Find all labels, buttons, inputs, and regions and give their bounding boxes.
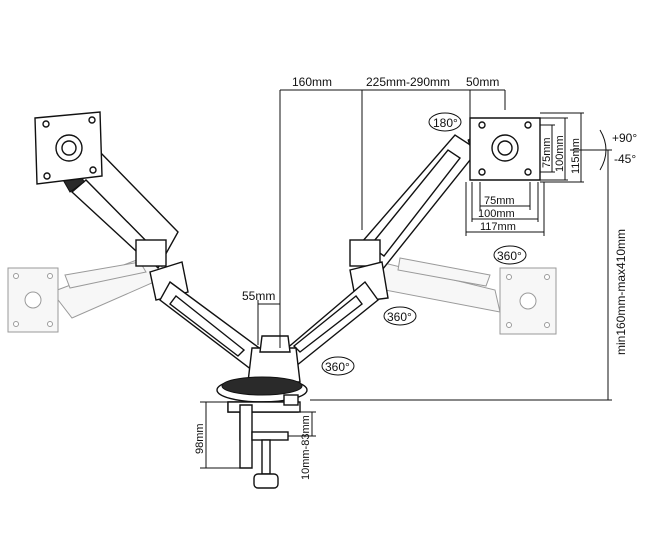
right-ghost-monitor-plate — [499, 267, 557, 335]
dim-50mm: 50mm — [466, 75, 499, 89]
dim-98mm: 98mm — [194, 423, 206, 454]
dim-115mm: 115mm — [570, 138, 582, 174]
dim-117mm: 117mm — [480, 221, 516, 233]
dim-vertical-range: min160mm-max410mm — [614, 229, 628, 355]
right-monitor-plate — [469, 117, 541, 181]
dim-100mm-v: 100mm — [554, 135, 566, 172]
rotation-180: 180° — [433, 116, 458, 130]
right-lower-arm — [284, 261, 389, 368]
dim-55mm: 55mm — [242, 289, 275, 303]
center-pole — [247, 335, 301, 383]
rotation-360-monitor: 360° — [497, 249, 522, 263]
rotation-360-base: 360° — [325, 360, 350, 374]
dim-225-290mm: 225mm-290mm — [366, 75, 450, 89]
dim-100mm-h: 100mm — [478, 208, 515, 220]
right-ghost-arm — [379, 257, 501, 313]
tilt-up: +90° — [612, 131, 637, 145]
left-ghost-arm — [51, 254, 171, 319]
dim-clamp-range: 10mm-83mm — [300, 415, 312, 480]
desk-clamp — [227, 394, 301, 489]
dimension-lines — [200, 89, 612, 469]
right-upper-arm — [349, 131, 489, 271]
left-monitor-plate — [34, 111, 103, 185]
tilt-down: -45° — [614, 152, 636, 166]
dim-75mm-v: 75mm — [541, 137, 553, 168]
dim-75mm-h: 75mm — [484, 195, 515, 207]
dim-160mm: 160mm — [292, 75, 332, 89]
rotation-arcs — [321, 112, 527, 376]
rotation-360-arm: 360° — [387, 310, 412, 324]
left-ghost-monitor-plate — [7, 267, 59, 333]
left-lower-arm — [149, 261, 263, 372]
